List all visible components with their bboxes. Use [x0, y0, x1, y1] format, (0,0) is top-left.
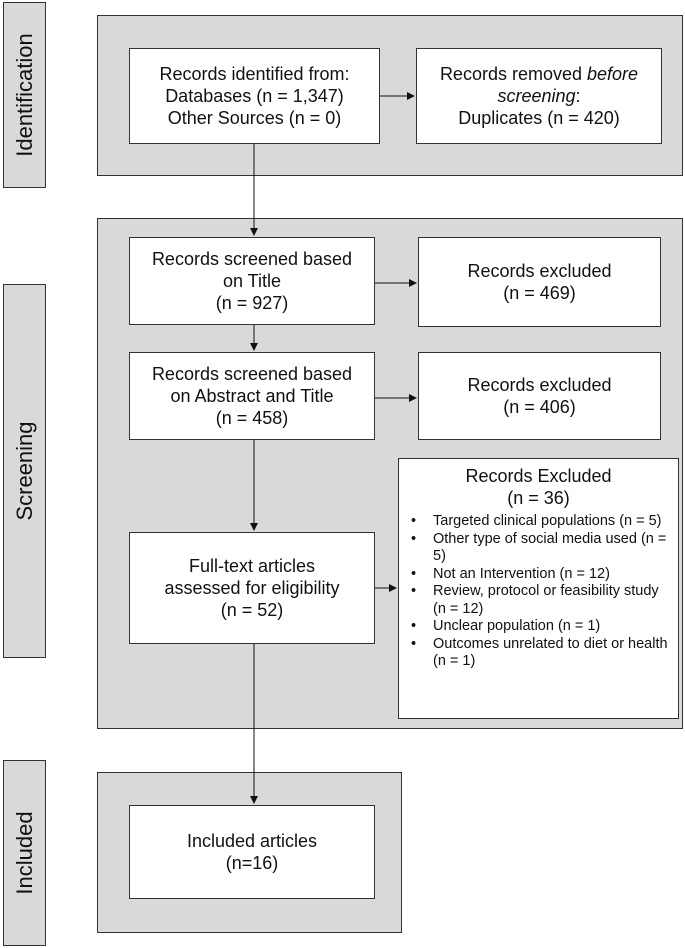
fulltext-box: Full-text articles assessed for eligibil… [129, 532, 375, 644]
records-removed-line2: screening: [497, 85, 580, 107]
excluded-reason-item: Unclear population (n = 1) [405, 618, 672, 636]
screened-title-line3: (n = 927) [215, 293, 289, 313]
fulltext-line1: Full-text articles [188, 556, 316, 576]
included-articles-box: Included articles (n=16) [129, 805, 375, 899]
screened-abstract-line2: on Abstract and Title [170, 386, 334, 406]
stage-label-included: Included [3, 760, 46, 946]
screened-abstract-box: Records screened based on Abstract and T… [129, 352, 375, 440]
records-identified-line3: Other Sources (n = 0) [167, 108, 342, 128]
excluded-fulltext-count: (n = 36) [507, 488, 570, 508]
excluded-reasons-list: Targeted clinical populations (n = 5) Ot… [405, 513, 672, 671]
fulltext-line3: (n = 52) [220, 600, 284, 620]
records-removed-line1-italic: before [587, 64, 639, 84]
records-removed-line2-italic: screening [497, 86, 576, 106]
included-line1: Included articles [186, 831, 318, 851]
excluded-abstract-line1: Records excluded [467, 375, 612, 395]
records-identified-line1: Records identified from: [159, 64, 350, 84]
excluded-reason-item: Targeted clinical populations (n = 5) [405, 513, 672, 531]
records-removed-line2-suffix: : [575, 86, 581, 106]
excluded-reason-item: Other type of social media used (n = 5) [405, 531, 672, 566]
excluded-title-line2: (n = 469) [503, 283, 576, 303]
records-removed-line3: Duplicates (n = 420) [458, 108, 620, 128]
screened-abstract-line3: (n = 458) [215, 408, 289, 428]
stage-label-screening: Screening [3, 284, 46, 658]
fulltext-line2: assessed for eligibility [164, 578, 340, 598]
screened-title-line1: Records screened based [151, 249, 353, 269]
excluded-reason-item: Not an Intervention (n = 12) [405, 566, 672, 584]
stage-label-identification: Identification [3, 2, 46, 188]
screened-title-line2: on Title [222, 271, 282, 291]
records-identified-line2: Databases (n = 1,347) [165, 86, 344, 106]
excluded-abstract-box: Records excluded (n = 406) [418, 352, 661, 440]
records-identified-box: Records identified from: Databases (n = … [129, 48, 380, 144]
records-removed-line1-prefix: Records removed [439, 64, 587, 84]
excluded-fulltext-title: Records Excluded [465, 466, 612, 486]
excluded-reason-item: Outcomes unrelated to diet or health (n … [405, 636, 672, 671]
excluded-title-box: Records excluded (n = 469) [418, 237, 661, 327]
included-line2: (n=16) [225, 853, 279, 873]
excluded-title-line1: Records excluded [467, 261, 612, 281]
records-removed-box: Records removed before screening: Duplic… [416, 48, 662, 144]
excluded-fulltext-box: Records Excluded (n = 36) Targeted clini… [398, 458, 679, 719]
screened-title-box: Records screened based on Title (n = 927… [129, 237, 375, 325]
excluded-reason-item: Review, protocol or feasibility study (n… [405, 583, 672, 618]
excluded-abstract-line2: (n = 406) [503, 397, 576, 417]
screened-abstract-line1: Records screened based [151, 364, 353, 384]
records-removed-line1: Records removed before [440, 63, 638, 85]
